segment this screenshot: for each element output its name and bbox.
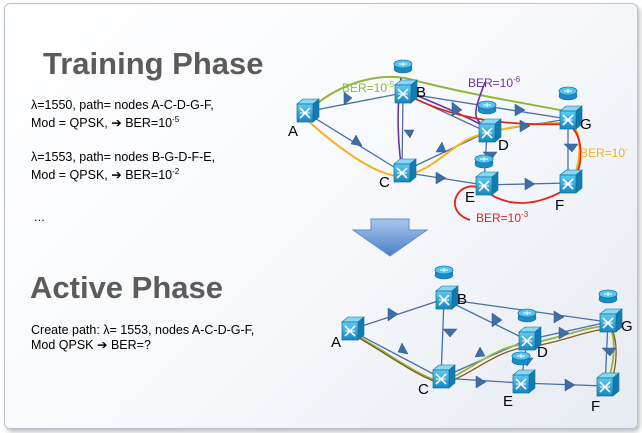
down-arrow-icon (351, 218, 429, 257)
training-example-1-line-2: Mod = QPSK, ➔ BER=10-5 (31, 115, 180, 131)
green-path (304, 75, 571, 115)
node-label-d: D (537, 344, 548, 361)
node-label-g: G (621, 318, 633, 335)
switch-icon (559, 105, 583, 130)
training-network: A B C D E F G BER=10-5 BER=10-6 BER=10- … (288, 59, 628, 225)
switch-icon (394, 79, 418, 104)
training-ellipsis: ... (34, 209, 45, 224)
training-example-2-line-2: Mod = QPSK, ➔ BER=10-2 (31, 167, 180, 183)
active-network: A B C D E F G (331, 265, 633, 415)
node-label-a: A (331, 334, 341, 351)
ber-label-green: BER=10-5 (342, 80, 395, 95)
router-icon (517, 308, 537, 323)
active-line-2: Mod QPSK ➔ BER=? (31, 338, 151, 352)
active-phase-title: Active Phase (30, 270, 223, 305)
router-icon (558, 86, 578, 101)
node-label-e: E (465, 189, 475, 206)
switch-icon (435, 285, 459, 310)
router-icon (477, 100, 497, 115)
switch-icon (341, 316, 365, 341)
switch-icon (559, 169, 583, 194)
active-line-1: Create path: λ= 1553, nodes A-C-D-G-F, (31, 323, 255, 337)
router-icon (511, 351, 531, 366)
switch-icon (393, 158, 417, 183)
router-icon (393, 59, 413, 74)
training-example-2-line-1: λ=1553, path= nodes B-G-D-F-E, (31, 150, 216, 164)
training-node-labels: A B C D E F G (288, 84, 592, 214)
node-label-f: F (591, 398, 600, 415)
active-link-arrows (387, 307, 617, 392)
node-label-a: A (288, 123, 298, 140)
switch-icon (512, 369, 536, 394)
ber-label-red: BER=10-3 (476, 210, 529, 225)
router-icon (474, 154, 494, 169)
node-label-e: E (503, 393, 513, 410)
switch-icon (432, 364, 456, 389)
switch-icon (596, 372, 620, 397)
node-label-c: C (418, 381, 429, 398)
node-label-b: B (457, 291, 467, 308)
training-phase-title: Training Phase (43, 46, 264, 81)
ber-label-orange: BER=10- (580, 145, 628, 160)
router-icon (598, 289, 618, 304)
training-example-1-line-1: λ=1550, path= nodes A-C-D-G-F, (31, 98, 214, 112)
node-label-b: B (416, 84, 426, 101)
node-label-f: F (555, 197, 564, 214)
ber-label-purple: BER=10-6 (468, 75, 521, 90)
training-link-arrows (343, 91, 579, 191)
ber-labels: BER=10-5 BER=10-6 BER=10- BER=10-3 (342, 75, 628, 225)
switch-icon (296, 98, 320, 123)
switch-icon (599, 308, 623, 333)
node-label-g: G (580, 116, 592, 133)
router-icon (434, 265, 454, 280)
node-label-d: D (498, 137, 509, 154)
node-label-c: C (379, 174, 390, 191)
active-node-labels: A B C D E F G (331, 291, 633, 415)
switch-icon (475, 171, 499, 196)
